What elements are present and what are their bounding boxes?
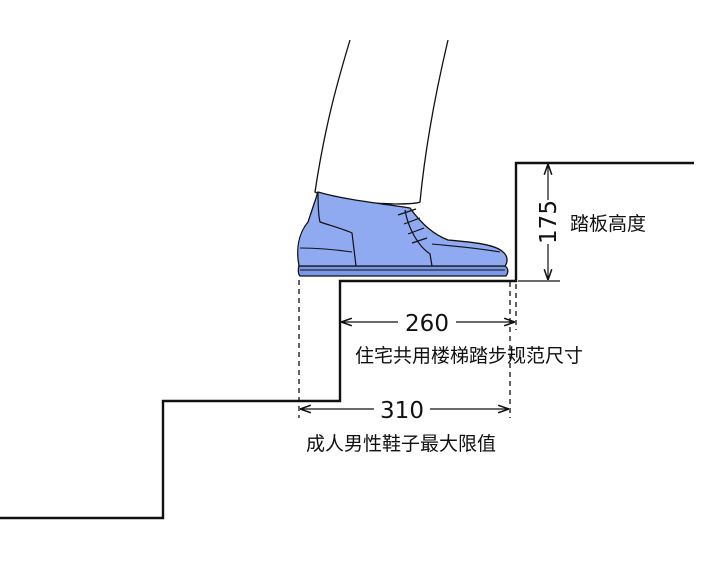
shoe-length-label: 成人男性鞋子最大限值 [306,433,496,455]
tread-depth-label: 住宅共用楼梯踏步规范尺寸 [355,345,583,367]
shoe-icon [297,191,509,277]
stair-profile [0,161,694,520]
tread-depth-value: 260 [405,311,449,337]
riser-height-value: 175 [536,200,562,244]
trouser-leg-icon [314,39,449,205]
shoe-length-value: 310 [380,398,424,424]
riser-height-label: 踏板高度 [570,213,646,235]
